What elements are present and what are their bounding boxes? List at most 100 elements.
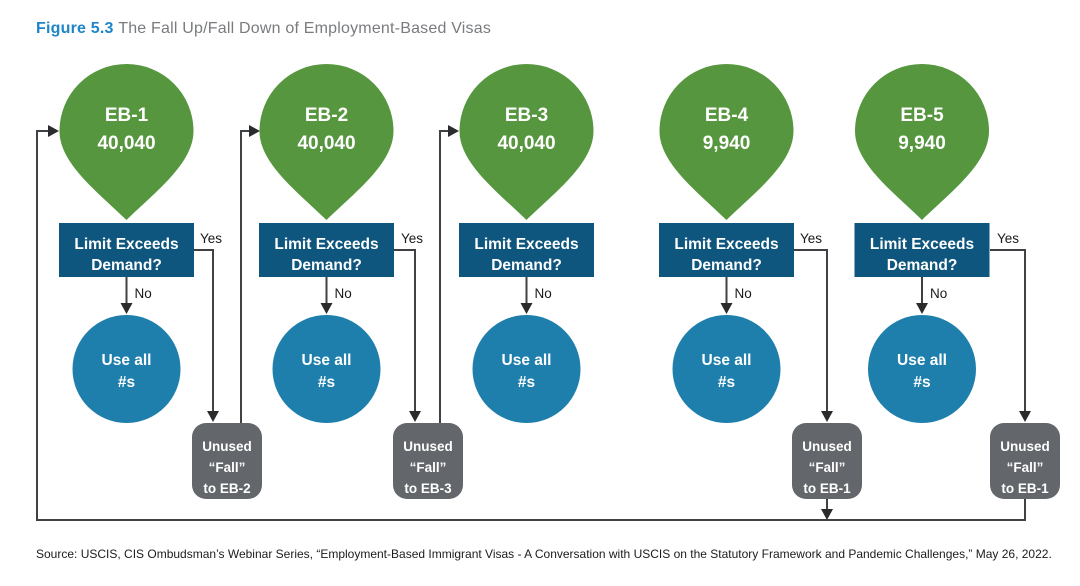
eb3-no-label: No	[535, 286, 552, 301]
fall-box-eb5-to-eb1: Unused “Fall” to EB-1	[990, 423, 1060, 499]
eb4-yes-arrowhead	[821, 411, 833, 422]
eb5-outcome-circle	[868, 315, 976, 423]
fall-box-shape	[192, 423, 262, 499]
eb5-question-box	[854, 223, 990, 277]
column-eb1: EB-1 40,040 Limit Exceeds Demand? No Use…	[59, 64, 194, 423]
eb4-pin	[659, 64, 794, 220]
figure-label: Figure 5.3	[36, 20, 114, 37]
eb5-yes-arrowhead	[1019, 411, 1031, 422]
eb5-question-line1: Limit Exceeds	[870, 236, 974, 253]
eb3-question-box	[459, 223, 594, 277]
eb3-value: 40,040	[497, 133, 555, 154]
eb5-yes-branch: Yes	[990, 231, 1031, 422]
eb3-no-arrowhead	[520, 303, 533, 314]
eb4-question-line1: Limit Exceeds	[674, 236, 778, 253]
eb5-yes-label: Yes	[997, 231, 1019, 246]
eb3-question-line2: Demand?	[491, 257, 562, 274]
connector-fall-to-eb2	[240, 130, 249, 423]
eb3-outcome-line2: #s	[518, 374, 535, 391]
eb2-label: EB-2	[305, 105, 348, 126]
eb1-no-label: No	[135, 286, 152, 301]
eb1-no-arrowhead	[120, 303, 133, 314]
fall-box-eb1-to-eb2: Unused “Fall” to EB-2	[192, 423, 262, 499]
eb2-yes-branch: Yes	[394, 231, 423, 422]
figure-title: Figure 5.3 The Fall Up/Fall Down of Empl…	[36, 20, 491, 38]
arrowhead-into-eb3	[448, 125, 459, 137]
eb4-question-line2: Demand?	[691, 257, 762, 274]
eb4-outcome-circle	[672, 315, 781, 423]
column-eb4: EB-4 9,940 Limit Exceeds Demand? No Use …	[659, 64, 794, 423]
eb5-yes-connector	[990, 249, 1026, 411]
eb5-no-arrowhead	[916, 303, 928, 314]
eb5-no-label: No	[930, 286, 947, 301]
fall-box-line1: Unused	[403, 439, 453, 454]
fall-box-line1: Unused	[1000, 439, 1050, 454]
eb1-label: EB-1	[105, 105, 149, 126]
eb3-outcome-line1: Use all	[502, 352, 552, 369]
fall-box-line2: “Fall”	[209, 460, 246, 475]
arrowhead-into-eb1	[48, 125, 59, 137]
eb1-yes-branch: Yes	[194, 231, 222, 422]
eb3-outcome-circle	[472, 315, 581, 423]
arrowhead-into-eb2	[249, 125, 260, 137]
eb1-yes-arrowhead	[207, 411, 219, 422]
eb1-question-line1: Limit Exceeds	[74, 236, 178, 253]
eb4-label: EB-4	[705, 105, 749, 126]
fall-box-line1: Unused	[802, 439, 852, 454]
eb2-outcome-line1: Use all	[302, 352, 352, 369]
eb4-outcome-line1: Use all	[702, 352, 752, 369]
fall-box-line3: to EB-3	[404, 481, 452, 496]
eb4-value: 9,940	[703, 133, 751, 154]
fall-box-line3: to EB-1	[1001, 481, 1049, 496]
eb2-pin	[259, 64, 394, 220]
column-eb2: EB-2 40,040 Limit Exceeds Demand? No Use…	[259, 64, 394, 423]
fall-box-line3: to EB-2	[203, 481, 250, 496]
eb4-yes-branch: Yes	[794, 231, 833, 422]
eb2-question-line1: Limit Exceeds	[274, 236, 378, 253]
arrowhead-eb4-fall-bottom	[821, 509, 833, 520]
eb2-no-arrowhead	[320, 303, 333, 314]
fall-box-shape	[792, 423, 862, 499]
source-note: Source: USCIS, CIS Ombudsman’s Webinar S…	[36, 547, 1052, 561]
eb5-outcome-line2: #s	[913, 374, 930, 391]
eb5-outcome-line1: Use all	[897, 352, 947, 369]
eb1-yes-connector	[194, 249, 214, 411]
eb2-question-line2: Demand?	[291, 257, 362, 274]
fall-box-line2: “Fall”	[410, 460, 447, 475]
eb2-yes-label: Yes	[401, 231, 423, 246]
fall-box-shape	[990, 423, 1060, 499]
eb1-outcome-line1: Use all	[102, 352, 152, 369]
column-eb5: EB-5 9,940 Limit Exceeds Demand? No Use …	[854, 64, 990, 423]
eb3-label: EB-3	[505, 105, 548, 126]
fall-box-line2: “Fall”	[809, 460, 846, 475]
figure-caption: The Fall Up/Fall Down of Employment-Base…	[118, 20, 492, 37]
eb1-outcome-circle	[72, 315, 181, 423]
eb5-pin	[855, 64, 989, 220]
eb5-value: 9,940	[898, 133, 946, 154]
eb4-outcome-line2: #s	[718, 374, 735, 391]
column-eb3: EB-3 40,040 Limit Exceeds Demand? No Use…	[459, 64, 594, 423]
eb4-yes-label: Yes	[800, 231, 822, 246]
eb4-yes-connector	[794, 249, 828, 411]
eb2-question-box	[259, 223, 394, 277]
eb1-question-line2: Demand?	[91, 257, 162, 274]
fall-box-shape	[393, 423, 463, 499]
eb1-question-box	[59, 223, 194, 277]
eb2-value: 40,040	[297, 133, 355, 154]
eb1-value: 40,040	[97, 133, 155, 154]
connector-fall-to-eb3	[439, 130, 448, 423]
eb1-yes-label: Yes	[200, 231, 222, 246]
eb2-yes-connector	[394, 249, 416, 411]
eb2-outcome-line2: #s	[318, 374, 335, 391]
eb5-question-line2: Demand?	[887, 257, 958, 274]
fall-box-line3: to EB-1	[803, 481, 851, 496]
eb4-question-box	[659, 223, 794, 277]
eb1-pin	[59, 64, 194, 220]
eb3-pin	[459, 64, 594, 220]
eb1-outcome-line2: #s	[118, 374, 135, 391]
eb5-label: EB-5	[900, 105, 944, 126]
eb4-no-arrowhead	[720, 303, 733, 314]
connector-loop-to-eb1	[36, 130, 1026, 521]
fall-box-line2: “Fall”	[1007, 460, 1044, 475]
